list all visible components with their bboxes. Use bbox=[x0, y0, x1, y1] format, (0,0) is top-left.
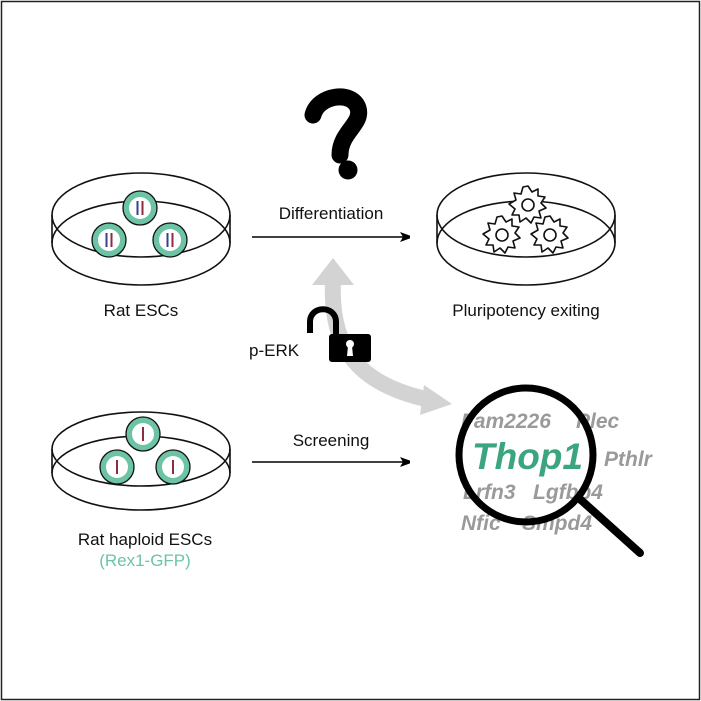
gene-name: Lgfbp4 bbox=[533, 481, 603, 504]
label-rat-haploid-escs: Rat haploid ESCs bbox=[78, 530, 212, 549]
gene-name: Pthlr bbox=[604, 448, 654, 471]
label-differentiation: Differentiation bbox=[279, 204, 384, 223]
gear-icon bbox=[530, 215, 569, 254]
magnifying-glass-icon bbox=[455, 384, 644, 557]
haploid-cell bbox=[155, 449, 191, 485]
dish-rat-haploid-escs bbox=[51, 411, 231, 511]
label-screening: Screening bbox=[293, 431, 370, 450]
dish-rat-escs bbox=[51, 172, 231, 286]
label-p-erk: p-ERK bbox=[249, 341, 300, 360]
question-mark-icon bbox=[304, 88, 368, 180]
label-reporter: (Rex1-GFP) bbox=[99, 551, 191, 570]
diploid-cell bbox=[152, 222, 188, 258]
dish-pluripotency-exiting bbox=[436, 172, 616, 286]
gene-name: Fam2226 bbox=[461, 410, 551, 433]
diploid-cell bbox=[91, 222, 127, 258]
gene-name: Nfic bbox=[461, 512, 501, 535]
gene-highlight-thop1: Thop1 bbox=[472, 436, 583, 477]
haploid-cell bbox=[99, 449, 135, 485]
haploid-cell bbox=[125, 416, 161, 452]
diploid-cell bbox=[122, 190, 158, 226]
gear-icon bbox=[482, 215, 521, 254]
gear-icon bbox=[508, 185, 547, 224]
label-rat-escs: Rat ESCs bbox=[104, 301, 179, 320]
unlocked-padlock-icon bbox=[307, 306, 371, 362]
label-pluripotency-exiting: Pluripotency exiting bbox=[452, 301, 599, 320]
